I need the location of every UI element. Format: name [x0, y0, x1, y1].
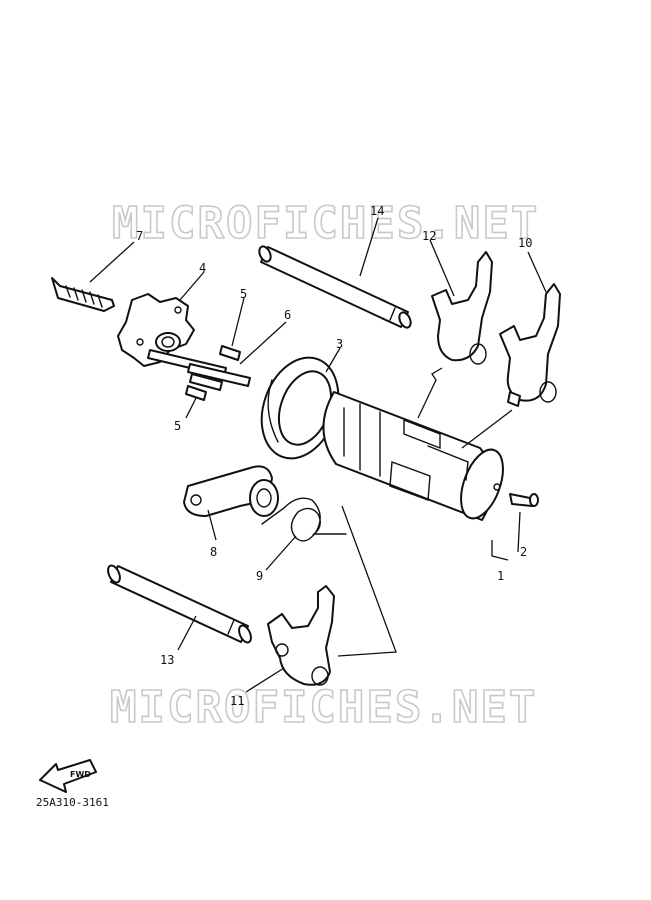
- callout-numbers: 1 2 3 4 5 5 6 7 8 9 10 11 12 13 14: [136, 204, 532, 708]
- callout-5-lower: 5: [174, 419, 181, 433]
- part-12-shift-fork: [431, 251, 493, 365]
- fwd-label: FWD: [70, 770, 91, 779]
- callout-1: 1: [497, 569, 504, 583]
- callout-12: 12: [422, 229, 436, 243]
- part-11-shift-fork: [267, 585, 335, 686]
- part-14-shift-fork-shaft: [258, 245, 412, 329]
- callout-13: 13: [160, 653, 174, 667]
- part-13-shift-fork-shaft: [107, 564, 252, 644]
- part-7-bolt: [51, 277, 115, 312]
- forward-arrow-icon: FWD: [39, 759, 97, 793]
- callout-8: 8: [210, 545, 217, 559]
- part-9-spring: [261, 497, 347, 542]
- watermark-top: MICROFICHES.NET: [112, 198, 539, 249]
- callout-10: 10: [518, 236, 532, 250]
- callout-11: 11: [230, 694, 244, 708]
- part-10-shift-fork: [499, 283, 561, 407]
- callout-6: 6: [284, 308, 291, 322]
- callout-2: 2: [520, 545, 527, 559]
- callout-9: 9: [256, 569, 263, 583]
- diagram-code: 25A310-3161: [36, 796, 109, 809]
- part-5-pins: [185, 345, 241, 401]
- part-6-pins: [147, 349, 251, 391]
- part-8-shift-lever: [183, 465, 279, 517]
- leader-lines: [89, 217, 547, 693]
- watermark-bottom: MICROFICHES.NET: [110, 682, 537, 733]
- callout-7: 7: [136, 229, 143, 243]
- part-4-segment: [117, 293, 195, 367]
- callout-14: 14: [370, 204, 384, 218]
- callout-4: 4: [199, 261, 206, 275]
- part-2-screw: [509, 493, 539, 507]
- part-1-shift-drum: [322, 391, 504, 521]
- callout-3: 3: [336, 337, 343, 351]
- callout-5-upper: 5: [240, 287, 247, 301]
